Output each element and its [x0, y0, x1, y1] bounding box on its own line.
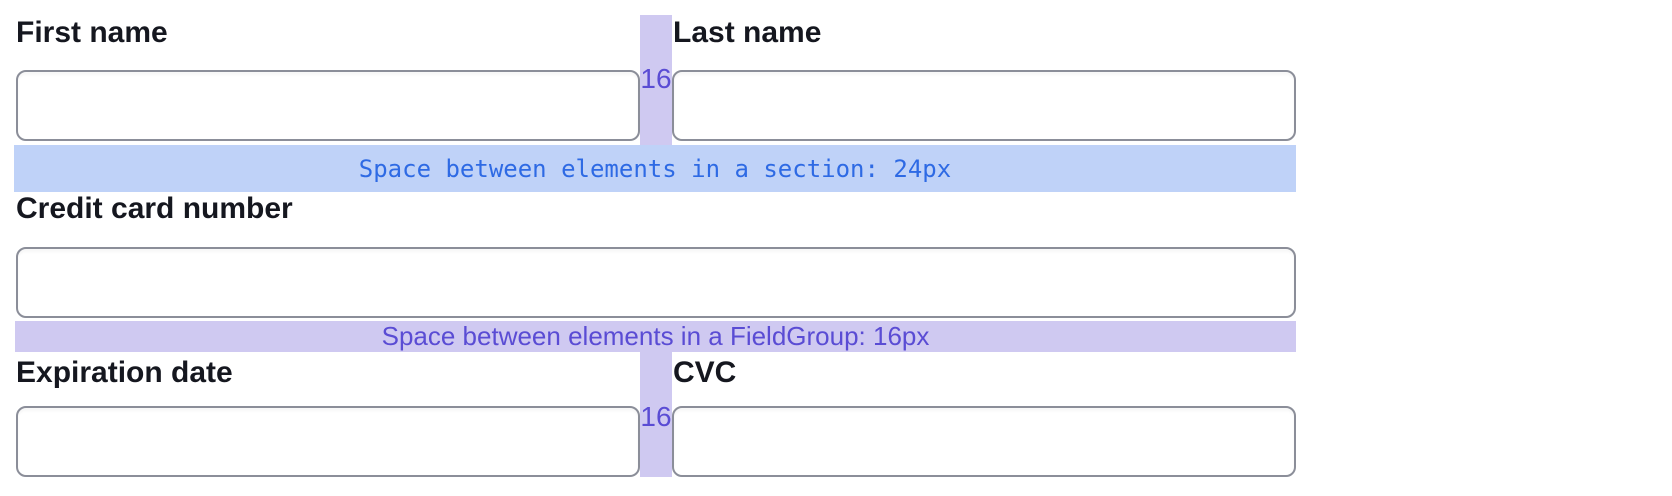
expiration-date-input[interactable] — [16, 406, 640, 477]
first-name-input[interactable] — [16, 70, 640, 141]
card-number-input[interactable] — [16, 247, 1296, 318]
last-name-label: Last name — [673, 16, 822, 49]
card-number-label: Credit card number — [16, 192, 293, 225]
column-gap-value-top: 16 — [640, 63, 672, 94]
section-gap-band-label: Space between elements in a section: 24p… — [358, 154, 952, 183]
first-name-label: First name — [16, 16, 168, 49]
fieldgroup-gap-band: Space between elements in a FieldGroup: … — [15, 321, 1296, 352]
fieldgroup-gap-band-label: Space between elements in a FieldGroup: … — [381, 321, 930, 351]
column-gap-band-bottom — [640, 351, 672, 477]
cvc-input[interactable] — [672, 406, 1296, 477]
expiration-date-label: Expiration date — [16, 356, 233, 389]
column-gap-band-top — [640, 15, 672, 145]
column-gap-value-bottom: 16 — [640, 401, 672, 432]
last-name-input[interactable] — [672, 70, 1296, 141]
cvc-label: CVC — [673, 356, 737, 389]
section-gap-band: Space between elements in a section: 24p… — [14, 145, 1296, 192]
